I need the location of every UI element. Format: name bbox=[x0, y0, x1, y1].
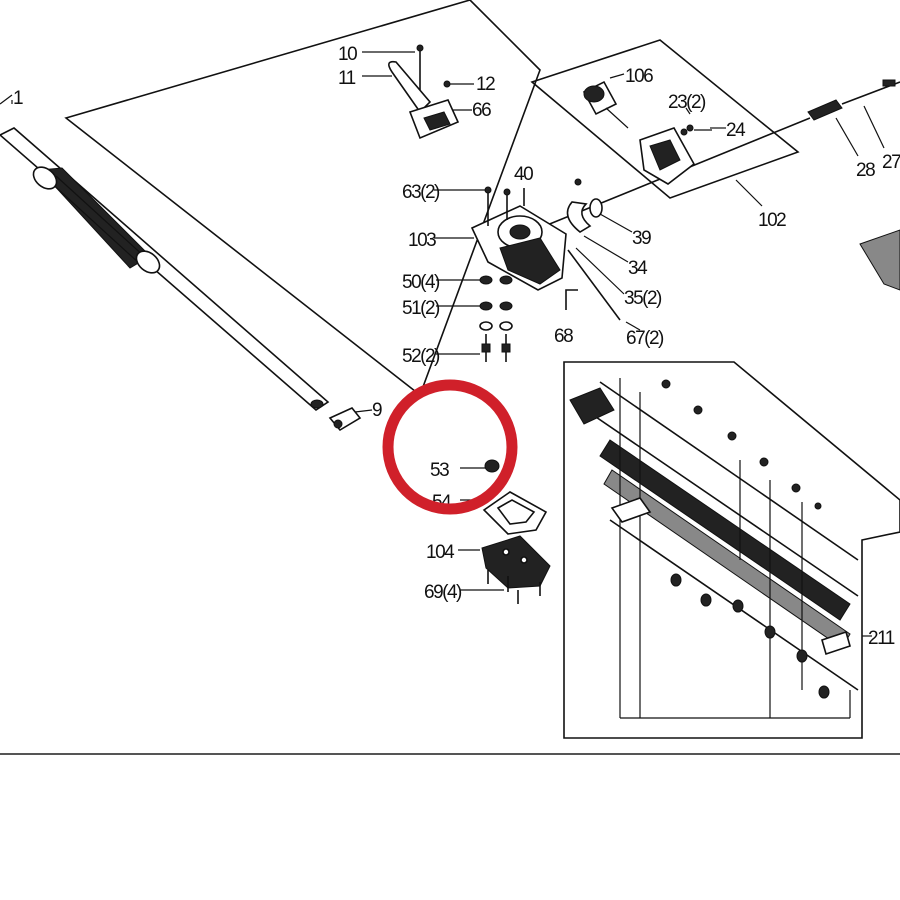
label-part-9: 9 bbox=[372, 400, 382, 421]
label-part-51: 51(2) bbox=[402, 298, 440, 319]
label-part-52: 52(2) bbox=[402, 346, 440, 367]
label-part-39: 39 bbox=[632, 228, 651, 249]
highlight-circle bbox=[382, 379, 518, 515]
label-part-69: 69(4) bbox=[424, 582, 462, 603]
label-part-34: 34 bbox=[628, 258, 648, 279]
label-part-40: 40 bbox=[514, 164, 533, 185]
label-part-50: 50(4) bbox=[402, 272, 440, 293]
gear-housing-parts bbox=[582, 79, 900, 185]
label-part-211: 211 bbox=[868, 628, 895, 649]
label-part-27: 27 bbox=[882, 152, 900, 173]
gear-housing-frame bbox=[530, 39, 800, 199]
label-part-1: 1 bbox=[13, 88, 23, 109]
label-part-35: 35(2) bbox=[624, 288, 662, 309]
gearbox-assembly bbox=[470, 178, 603, 291]
label-part-24: 24 bbox=[726, 120, 746, 141]
label-part-10: 10 bbox=[338, 44, 357, 65]
label-part-103: 103 bbox=[408, 230, 436, 251]
label-part-28: 28 bbox=[856, 160, 875, 181]
lower-cover-assembly bbox=[481, 459, 551, 604]
label-part-12: 12 bbox=[476, 74, 495, 95]
assembly-frame bbox=[64, 0, 541, 397]
label-part-23: 23(2) bbox=[668, 92, 706, 113]
label-part-106: 106 bbox=[625, 66, 653, 87]
label-part-66: 66 bbox=[472, 100, 491, 121]
label-part-63: 63(2) bbox=[402, 182, 440, 203]
label-part-104: 104 bbox=[426, 542, 455, 563]
gearbox-fasteners bbox=[479, 249, 621, 362]
blade-assembly bbox=[569, 378, 859, 719]
label-part-102: 102 bbox=[758, 210, 786, 231]
label-part-68: 68 bbox=[554, 326, 573, 347]
handle-assembly bbox=[388, 44, 460, 140]
label-part-67: 67(2) bbox=[626, 328, 664, 349]
blade-detail-frame bbox=[563, 361, 900, 739]
drive-shaft bbox=[0, 127, 362, 432]
blade-edge-right bbox=[859, 229, 900, 291]
label-part-11: 11 bbox=[338, 68, 356, 89]
label-part-53: 53 bbox=[430, 460, 449, 481]
